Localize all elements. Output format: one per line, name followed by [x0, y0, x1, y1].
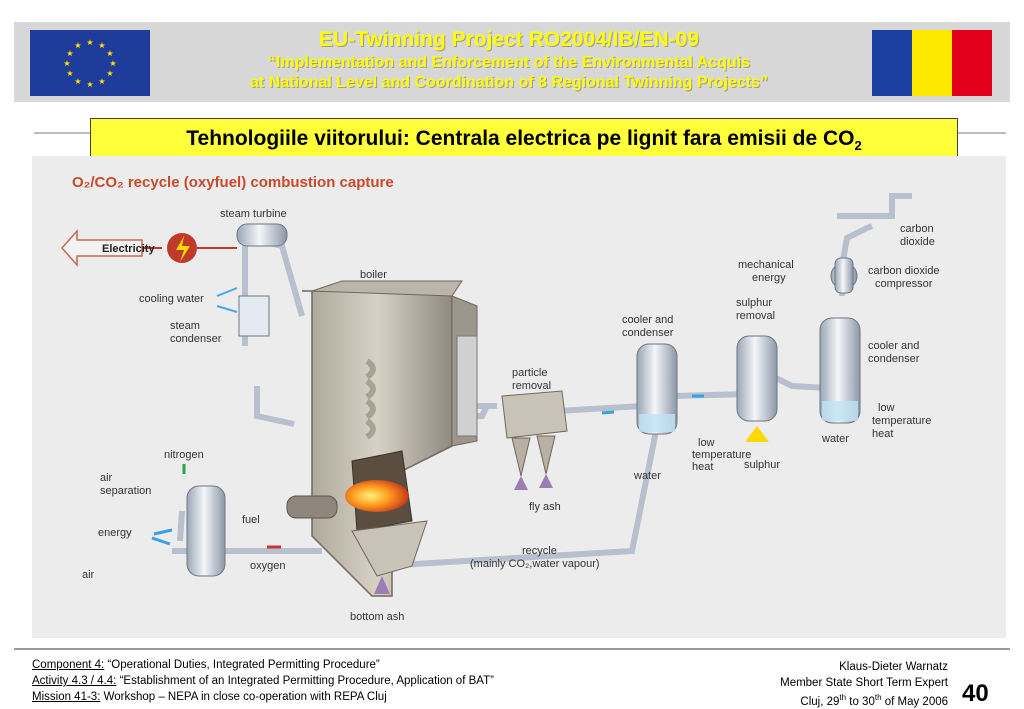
svg-text:★: ★ [86, 80, 93, 89]
footer-component-text: “Operational Duties, Integrated Permitti… [104, 659, 380, 671]
label-recycle-2: (mainly CO₂,water vapour) [470, 558, 600, 570]
label-particle-removal-1: particle [512, 367, 547, 379]
label-air: air [82, 569, 95, 581]
date-mid: to 30 [846, 695, 875, 708]
date-sup1: th [839, 693, 847, 702]
footer-mission-text: Workshop – NEPA in close co-operation wi… [100, 691, 387, 703]
label-boiler: boiler [360, 269, 387, 281]
svg-text:★: ★ [98, 41, 105, 50]
footer-mission-label: Mission 41-3: [32, 691, 101, 703]
date-city: Cluj, 29 [800, 695, 840, 708]
label-steam-turbine: steam turbine [220, 208, 287, 220]
label-low-temp-heat-2a: low [878, 402, 895, 414]
oxyfuel-process-diagram: O₂/CO₂ recycle (oxyfuel) combustion capt… [32, 156, 1006, 638]
label-recycle-1: recycle [522, 545, 557, 557]
label-low-temp-heat-1c: heat [692, 461, 713, 473]
label-carbon-dioxide-2: dioxide [900, 236, 935, 248]
label-bottom-ash: bottom ash [350, 611, 404, 623]
project-subtitle-line1: “Implementation and Enforcement of the E… [267, 54, 751, 71]
svg-text:★: ★ [66, 69, 73, 78]
eu-flag-icon: ★★★ ★★★ ★★★ ★★★ [30, 30, 150, 96]
label-co2-compressor-2: compressor [875, 278, 933, 290]
label-mechanical-energy-1: mechanical [738, 259, 794, 271]
label-cooling-water: cooling water [139, 293, 204, 305]
romania-flag-icon [872, 30, 992, 96]
label-cooler-1a: cooler and [622, 314, 673, 326]
svg-text:★: ★ [74, 77, 81, 86]
footer-component: Component 4: “Operational Duties, Integr… [32, 659, 380, 671]
project-subtitle-line2: at National Level and Coordination of 8 … [250, 74, 768, 91]
footer-divider [14, 648, 1010, 650]
label-sulphur-removal-2: removal [736, 310, 775, 322]
label-low-temp-heat-2b: temperature [872, 415, 931, 427]
label-cooler-2b: condenser [868, 353, 920, 365]
footer-component-label: Component 4: [32, 659, 105, 671]
svg-text:★: ★ [66, 49, 73, 58]
footer-activity: Activity 4.3 / 4.4: “Establishment of an… [32, 675, 494, 687]
footer-activity-text: “Establishment of an Integrated Permitti… [116, 675, 494, 687]
label-steam-condenser-2: condenser [170, 333, 222, 345]
footer-mission: Mission 41-3: Workshop – NEPA in close c… [32, 691, 387, 703]
label-nitrogen: nitrogen [164, 449, 204, 461]
label-air-separation-2: separation [100, 485, 151, 497]
slide-number: 40 [962, 680, 989, 707]
label-low-temp-heat-2c: heat [872, 428, 893, 440]
label-water-1: water [633, 470, 661, 482]
svg-text:★: ★ [106, 49, 113, 58]
svg-text:★: ★ [86, 38, 93, 47]
slide-title: Tehnologiile viitorului: Centrala electr… [90, 118, 958, 158]
label-low-temp-heat-1b: temperature [692, 449, 751, 461]
label-steam-condenser-1: steam [170, 320, 200, 332]
label-cooler-2a: cooler and [868, 340, 919, 352]
label-mechanical-energy-2: energy [752, 272, 786, 284]
label-energy: energy [98, 527, 132, 539]
date-end: of May 2006 [881, 695, 948, 708]
footer-activity-label: Activity 4.3 / 4.4: [32, 675, 117, 687]
label-sulphur-removal-1: sulphur [736, 297, 772, 309]
svg-text:★: ★ [106, 69, 113, 78]
label-particle-removal-2: removal [512, 380, 551, 392]
presentation-date: Cluj, 29th to 30th of May 2006 [648, 693, 948, 708]
slide-title-main: Tehnologiile viitorului: Centrala electr… [186, 127, 855, 150]
label-air-separation-1: air [100, 472, 113, 484]
date-sup2: th [874, 693, 882, 702]
expert-role: Member State Short Term Expert [780, 677, 948, 689]
header-banner: ★★★ ★★★ ★★★ ★★★ EU-Twinning Project RO20… [14, 22, 1010, 102]
label-oxygen: oxygen [250, 560, 285, 572]
label-electricity: Electricity [102, 243, 155, 255]
svg-text:★: ★ [74, 41, 81, 50]
label-sulphur: sulphur [744, 459, 780, 471]
label-water-2: water [821, 433, 849, 445]
svg-text:★: ★ [63, 59, 70, 68]
label-co2-compressor-1: carbon dioxide [868, 265, 940, 277]
label-fuel: fuel [242, 514, 260, 526]
slide-title-subscript: 2 [854, 138, 862, 154]
project-title: EU-Twinning Project RO2004/IB/EN-09 [318, 28, 700, 51]
label-fly-ash: fly ash [529, 501, 561, 513]
svg-text:★: ★ [109, 59, 116, 68]
label-carbon-dioxide-1: carbon [900, 223, 934, 235]
expert-name: Klaus-Dieter Warnatz [839, 661, 948, 673]
label-cooler-1b: condenser [622, 327, 674, 339]
diagram-heading: O₂/CO₂ recycle (oxyfuel) combustion capt… [72, 174, 394, 191]
label-low-temp-heat-1a: low [698, 437, 715, 449]
svg-text:★: ★ [98, 77, 105, 86]
